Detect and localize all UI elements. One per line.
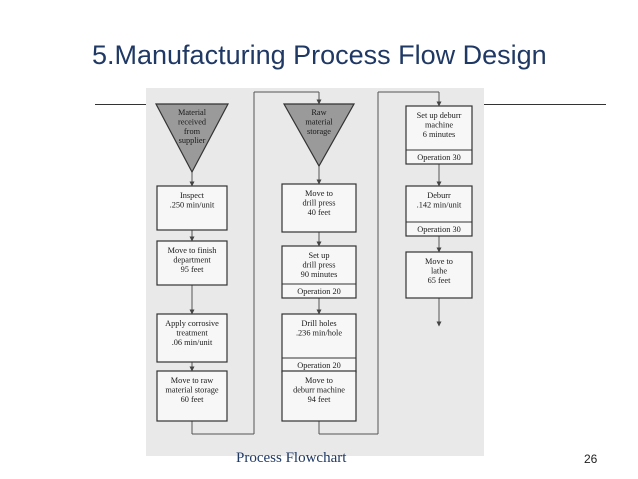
process-box-col3-outline [405, 105, 473, 165]
process-box-col3-outline [405, 185, 473, 237]
process-box-col2-text-line: drill press [303, 261, 336, 270]
process-box-col1-outline [156, 185, 228, 231]
process-box-col3-text-line: .142 min/unit [417, 201, 462, 210]
start-material-received-text-line: received [178, 117, 207, 126]
process-box-col2-text-line: deburr machine [293, 386, 345, 395]
process-box-col1-text-line: 60 feet [181, 395, 204, 404]
process-box-col1-text-line: .06 min/unit [172, 338, 213, 347]
process-box-col1-text-line: Inspect [180, 191, 205, 200]
process-box-col1-text-line: Move to finish [168, 246, 218, 255]
process-flowchart: MaterialreceivedfromsupplierInspect.250 … [155, 91, 473, 435]
process-box-col2-operation-label: Operation 20 [297, 361, 341, 370]
process-box-col2-text-line: drill press [303, 199, 336, 208]
process-box-col3-text-line: Move to [425, 257, 453, 266]
process-box-col1-outline [156, 240, 228, 286]
process-box-col2-text-line: Set up [309, 251, 330, 260]
process-box-col3-text-line: machine [425, 121, 453, 130]
slide-title: 5.Manufacturing Process Flow Design [92, 40, 547, 70]
start-material-received-text-line: Material [178, 108, 207, 117]
process-box-col2-outline [281, 370, 357, 422]
process-box-col1-outline [156, 313, 228, 363]
process-box-col2-text-line: Move to [305, 189, 333, 198]
page-number: 26 [584, 452, 598, 466]
process-box-col2-text-line: 40 feet [308, 208, 331, 217]
process-box-col2-outline [281, 245, 357, 299]
process-box-col3-operation-label: Operation 30 [417, 225, 461, 234]
process-box-col1-outline [156, 370, 228, 422]
figure-caption: Process Flowchart [236, 450, 347, 466]
process-box-col3-operation-label: Operation 30 [417, 153, 461, 162]
process-box-col3-text-line: Deburr [427, 191, 451, 200]
process-box-col1-text-line: treatment [176, 329, 208, 338]
start-raw-material-storage-outline [282, 103, 356, 168]
process-box-col2-text-line: 94 feet [308, 395, 331, 404]
process-box-col3-outline [405, 251, 473, 299]
process-box-col1-text-line: .250 min/unit [170, 201, 215, 210]
title-rule-left [95, 104, 147, 105]
process-box-col3-text-line: 65 feet [428, 276, 451, 285]
process-box-col2-text-line: .236 min/hole [296, 329, 342, 338]
process-box-col3-text-line: 6 minutes [423, 130, 456, 139]
process-box-col2-text-line: 90 minutes [301, 270, 338, 279]
process-box-col2-operation-label: Operation 20 [297, 287, 341, 296]
start-material-received-text-line: from [184, 127, 201, 136]
process-box-col2-text-line: Move to [305, 376, 333, 385]
process-box-col3-text-line: lathe [431, 267, 447, 276]
start-material-received-text-line: supplier [179, 136, 206, 145]
start-material-received-outline [155, 103, 229, 174]
process-box-col1-text-line: Move to raw [171, 376, 213, 385]
process-box-col1-text-line: material storage [165, 386, 219, 395]
start-raw-material-storage-text-line: Raw [311, 108, 326, 117]
start-raw-material-storage-text-line: material [305, 117, 333, 126]
process-box-col3-text-line: Set up deburr [417, 111, 462, 120]
process-box-col2-outline [281, 183, 357, 233]
process-box-col1-text-line: 95 feet [181, 265, 204, 274]
process-box-col2-text-line: Drill holes [301, 319, 336, 328]
process-box-col1-text-line: Apply corrosive [165, 319, 219, 328]
start-raw-material-storage-text-line: storage [307, 127, 331, 136]
title-rule-right [484, 104, 606, 105]
process-box-col1-text-line: department [173, 256, 211, 265]
process-box-col1: Inspect.250 min/unit [156, 185, 228, 231]
